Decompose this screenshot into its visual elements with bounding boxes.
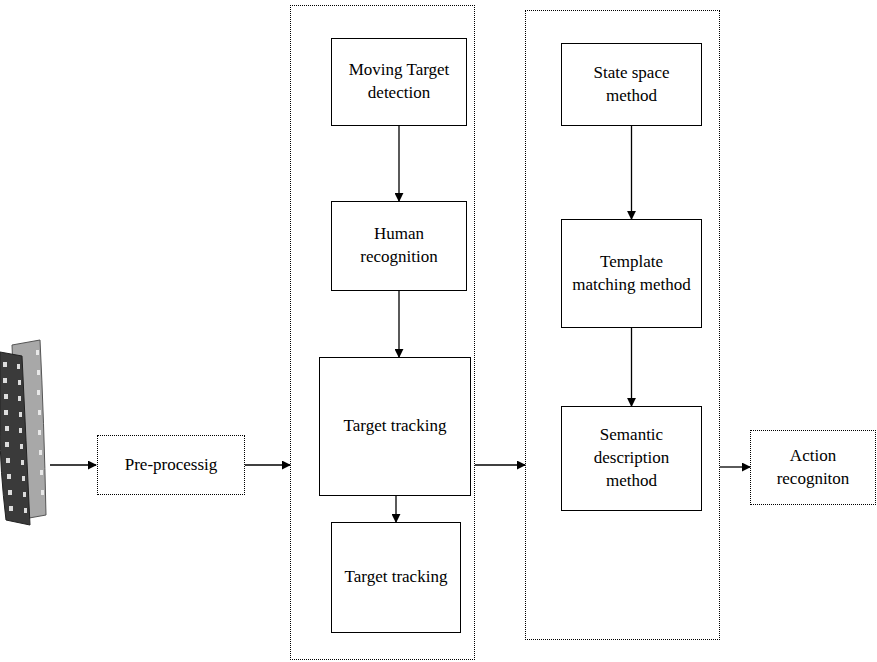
box-label: Human recognition	[332, 223, 466, 269]
process-box: Moving Target detection	[331, 38, 467, 126]
group-box: State space methodTemplate matching meth…	[525, 10, 720, 640]
process-stage-box: Pre-processig	[97, 435, 245, 495]
flow-arrow	[631, 126, 632, 219]
output-stage-box: Action recogniton	[750, 430, 876, 505]
flow-arrow	[631, 328, 632, 406]
box-label: Target tracking	[339, 566, 454, 589]
input-arrow	[50, 464, 96, 465]
text-holder: Target tracking	[338, 415, 453, 438]
box-label: Action recogniton	[751, 445, 875, 491]
process-box: Target tracking	[319, 357, 471, 496]
box-label: Pre-processig	[119, 454, 224, 477]
flow-arrow	[245, 464, 290, 465]
text-holder: Human recognition	[332, 223, 466, 269]
text-holder: Template matching method	[562, 251, 701, 297]
box-label: Template matching method	[562, 251, 701, 297]
text-holder: Semantic description method	[562, 424, 701, 493]
box-label: Moving Target detection	[332, 59, 466, 105]
flow-arrow	[720, 466, 750, 467]
box-label: Target tracking	[338, 415, 453, 438]
flow-arrow	[398, 126, 399, 201]
text-holder: State space method	[562, 62, 701, 108]
method-box: Semantic description method	[561, 406, 702, 511]
flow-arrow	[475, 464, 525, 465]
method-box: Template matching method	[561, 219, 702, 328]
box-label: State space method	[562, 62, 701, 108]
text-holder: Target tracking	[339, 566, 454, 589]
process-box: Target tracking	[331, 522, 461, 633]
group-box: Moving Target detectionHuman recognition…	[290, 5, 475, 660]
text-holder: Moving Target detection	[332, 59, 466, 105]
flow-arrow	[395, 496, 396, 522]
process-box: Human recognition	[331, 201, 467, 291]
film-strip	[0, 340, 46, 525]
flow-arrow	[398, 291, 399, 357]
box-label: Semantic description method	[562, 424, 701, 493]
method-box: State space method	[561, 43, 702, 126]
